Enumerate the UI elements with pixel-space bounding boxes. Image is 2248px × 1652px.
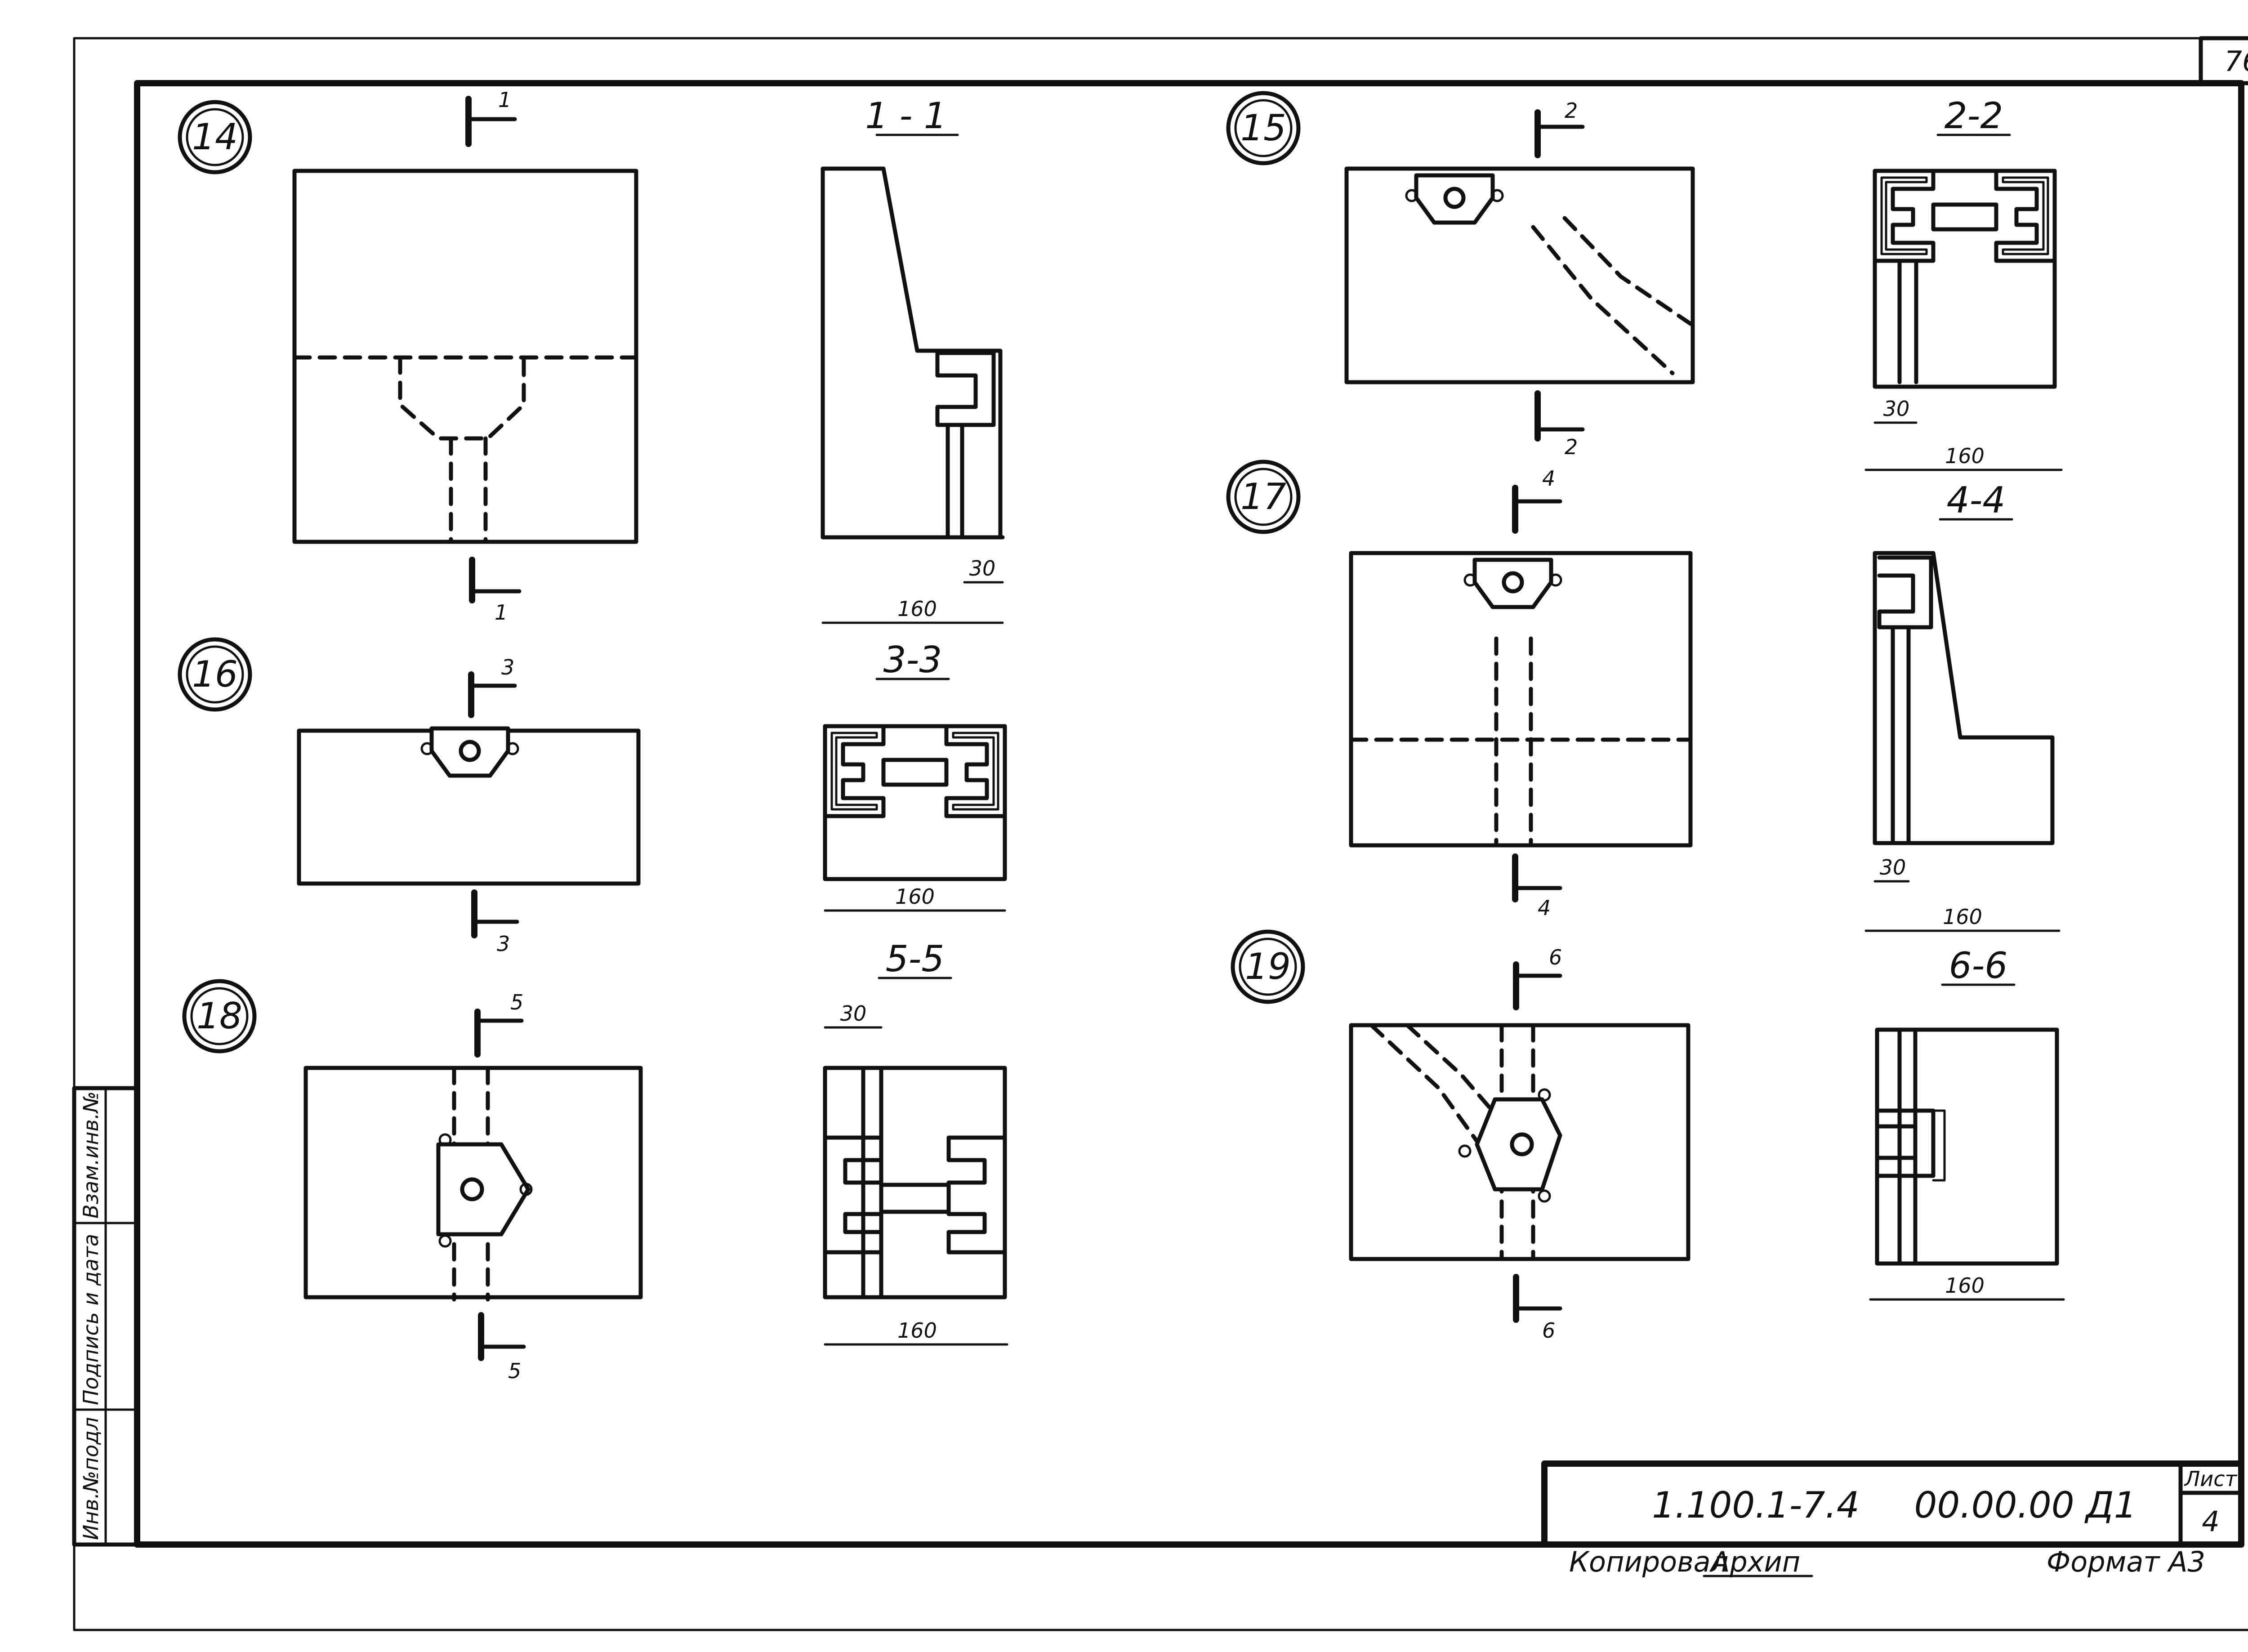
section-5-5-dim-wall: 30 (840, 1001, 867, 1026)
section-5-5-dim-width: 160 (897, 1318, 937, 1343)
sheet-number: 4 (2202, 1505, 2219, 1538)
section-6-6-dim-width: 160 (1945, 1273, 1985, 1298)
section-3-3-dim-width: 160 (895, 884, 935, 909)
detail-16-number: 16 (192, 653, 238, 695)
page-number: 76 (2225, 45, 2248, 78)
title-code: 00.00.00 Д1 (1914, 1484, 2136, 1526)
section-6-6-title: 6-6 (1949, 945, 2008, 987)
detail-15: 15 2 2 2-2 30 160 (1226, 91, 2063, 471)
section-5-5-title: 5-5 (886, 938, 945, 980)
copied-signature: Архип (1709, 1545, 1800, 1578)
section-1-1-title: 1 - 1 (865, 95, 947, 137)
cut-5-bottom: 5 (508, 1359, 521, 1383)
copied-label: Копировал (1569, 1545, 1728, 1578)
section-4-4-title: 4-4 (1947, 479, 2006, 521)
cut-4-top: 4 (1542, 466, 1555, 491)
side-label-sign: Подпись и дата (79, 1234, 103, 1405)
cut-6-top: 6 (1549, 945, 1562, 969)
outer-frame (73, 37, 2248, 1631)
detail-19: 19 6 6 6-6 160 (1231, 929, 2065, 1343)
section-4-4-dim-width: 160 (1943, 905, 1982, 929)
detail-14: 14 1 1 1 - 1 160 30 (178, 88, 1005, 625)
detail-17: 17 4 4 4-4 30 160 (1226, 460, 2061, 932)
section-2-2-title: 2-2 (1945, 95, 2003, 137)
cut-2-top: 2 (1565, 98, 1578, 123)
drawing-frame (134, 80, 2244, 1548)
page-number-box (2199, 36, 2248, 85)
section-1-1-dim-width: 160 (897, 597, 937, 621)
detail-19-number: 19 (1245, 946, 1291, 987)
section-2-2-dim-width: 160 (1945, 444, 1985, 468)
format-label: Формат А3 (2047, 1545, 2205, 1578)
cut-4-bottom: 4 (1538, 896, 1551, 920)
detail-18: 18 5 5 5-5 30 160 (182, 938, 1008, 1383)
side-label-replace: Взам.инв.№ (79, 1091, 103, 1219)
section-1-1-dim-wall: 30 (969, 556, 996, 580)
detail-15-number: 15 (1240, 107, 1286, 149)
cut-1-top: 1 (498, 88, 511, 112)
cut-3-bottom: 3 (497, 932, 510, 956)
cut-3-top: 3 (501, 655, 514, 679)
section-4-4-dim-wall: 30 (1880, 855, 1906, 880)
cut-5-top: 5 (510, 990, 523, 1014)
detail-16: 16 3 3 3-3 160 (178, 637, 1007, 956)
side-label-inv: Инв.№подл (79, 1417, 103, 1540)
cut-2-bottom: 2 (1565, 435, 1578, 459)
title-designation: 1.100.1-7.4 (1652, 1484, 1859, 1526)
cut-1-bottom: 1 (495, 600, 508, 625)
detail-17-number: 17 (1240, 476, 1286, 518)
section-3-3-title: 3-3 (883, 639, 942, 681)
section-2-2-dim-wall: 30 (1883, 397, 1910, 421)
detail-18-number: 18 (196, 995, 242, 1037)
cut-6-bottom: 6 (1542, 1318, 1555, 1343)
detail-14-number: 14 (192, 116, 238, 158)
sheet-label: Лист (2184, 1467, 2238, 1491)
title-block: 1.100.1-7.4 00.00.00 Д1 Лист 4 (1541, 1460, 2244, 1548)
